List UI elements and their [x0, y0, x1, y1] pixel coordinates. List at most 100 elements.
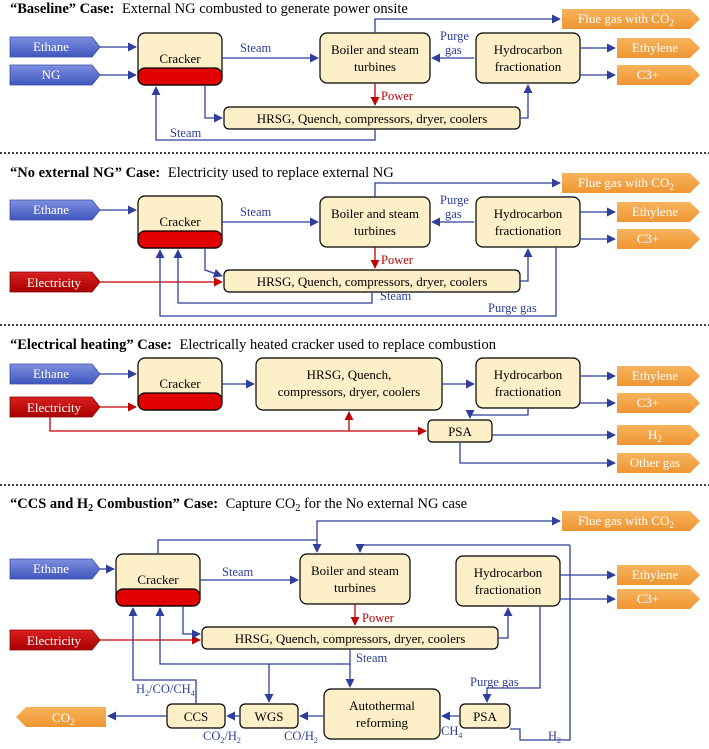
svg-text:Power: Power: [381, 253, 414, 267]
svg-text:C3+: C3+: [637, 231, 660, 246]
svg-text:gas: gas: [445, 43, 462, 57]
svg-text:Electricity: Electricity: [27, 400, 82, 415]
ccs-box: CCS: [166, 703, 226, 729]
psa-box: PSA: [459, 703, 511, 729]
svg-text:C3+: C3+: [637, 591, 660, 606]
svg-text:Electricity: Electricity: [27, 633, 82, 648]
section-no-external-ng: “No external NG” Case: Electricity used …: [9, 165, 700, 317]
input-ethane: Ethane: [9, 36, 101, 58]
svg-text:H2: H2: [648, 427, 662, 444]
svg-text:HRSG, Quench, compressors, dry: HRSG, Quench, compressors, dryer, cooler…: [257, 111, 488, 126]
input-ethane: Ethane: [9, 199, 101, 221]
hrsg-box: HRSG, Quench, compressors, dryer, cooler…: [201, 626, 499, 650]
svg-text:Ethylene: Ethylene: [632, 40, 678, 55]
input-electricity: Electricity: [9, 629, 101, 651]
svg-text:Ethylene: Ethylene: [632, 368, 678, 383]
svg-text:Ethylene: Ethylene: [632, 567, 678, 582]
svg-text:CCS: CCS: [184, 709, 209, 724]
svg-text:Purge: Purge: [440, 29, 469, 43]
svg-text:Ethane: Ethane: [33, 561, 69, 576]
svg-text:gas: gas: [445, 207, 462, 221]
svg-text:CH4: CH4: [441, 724, 462, 740]
svg-text:Hydrocarbon: Hydrocarbon: [494, 42, 563, 57]
cracker-box: Cracker: [115, 553, 201, 607]
svg-text:Hydrocarbon: Hydrocarbon: [494, 367, 563, 382]
baseline-title: “Baseline” Case: External NG combusted t…: [10, 1, 408, 17]
svg-text:Ethylene: Ethylene: [632, 204, 678, 219]
svg-text:H2: H2: [548, 729, 561, 745]
wgs-box: WGS: [239, 703, 299, 729]
autothermal-box: Autothermal reforming: [323, 688, 441, 740]
svg-text:Cracker: Cracker: [159, 214, 201, 229]
svg-text:Hydrocarbon: Hydrocarbon: [494, 206, 563, 221]
svg-text:HRSG, Quench,: HRSG, Quench,: [307, 367, 392, 382]
elec-title: “Electrical heating” Case: Electrically …: [10, 337, 497, 353]
svg-text:Steam: Steam: [356, 651, 388, 665]
svg-text:Purge gas: Purge gas: [470, 675, 519, 689]
section-electrical-heating: “Electrical heating” Case: Electrically …: [9, 337, 700, 473]
svg-text:Cracker: Cracker: [137, 572, 179, 587]
svg-text:Autothermal: Autothermal: [349, 698, 415, 713]
output-flue-gas: Flue gas with CO2: [562, 9, 700, 29]
output-ethylene: Ethylene: [617, 565, 700, 585]
svg-text:turbines: turbines: [334, 580, 376, 595]
svg-text:CO2/H2: CO2/H2: [203, 729, 241, 745]
psa-box: PSA: [427, 419, 493, 443]
svg-text:reforming: reforming: [356, 715, 408, 730]
svg-text:CO2: CO2: [52, 710, 75, 727]
elec-flows: [49, 369, 616, 468]
svg-text:PSA: PSA: [448, 424, 472, 439]
svg-text:Flue gas with CO2: Flue gas with CO2: [578, 513, 674, 530]
svg-text:Boiler and steam: Boiler and steam: [311, 563, 399, 578]
output-other-gas: Other gas: [617, 453, 700, 473]
svg-text:Steam: Steam: [222, 565, 254, 579]
boiler-box: Boiler and steam turbines: [319, 196, 431, 248]
svg-text:Other gas: Other gas: [630, 455, 680, 470]
svg-text:H2/CO/CH4: H2/CO/CH4: [136, 682, 195, 698]
svg-text:CO/H2: CO/H2: [284, 729, 318, 745]
output-ethylene: Ethylene: [617, 202, 700, 222]
output-c3: C3+: [617, 589, 700, 609]
boiler-box: Boiler and steam turbines: [319, 32, 431, 84]
boiler-box: Boiler and steam turbines: [299, 553, 411, 605]
section-ccs: “CCS and H2 Combustion” Case: Capture CO…: [9, 496, 700, 745]
no-ng-title: “No external NG” Case: Electricity used …: [10, 165, 394, 181]
output-flue-gas: Flue gas with CO2: [562, 511, 700, 531]
input-ng: NG: [9, 64, 101, 86]
input-electricity: Electricity: [9, 271, 101, 293]
svg-text:Boiler and steam: Boiler and steam: [331, 206, 419, 221]
input-ethane: Ethane: [9, 558, 101, 580]
svg-text:PSA: PSA: [473, 709, 497, 724]
svg-text:Boiler and steam: Boiler and steam: [331, 42, 419, 57]
svg-text:fractionation: fractionation: [495, 384, 562, 399]
output-ethylene: Ethylene: [617, 38, 700, 58]
svg-text:Cracker: Cracker: [159, 51, 201, 66]
section-baseline: “Baseline” Case: External NG combusted t…: [9, 1, 700, 141]
svg-text:turbines: turbines: [354, 59, 396, 74]
svg-text:NG: NG: [42, 67, 61, 82]
svg-text:HRSG, Quench, compressors, dry: HRSG, Quench, compressors, dryer, cooler…: [257, 274, 488, 289]
input-electricity: Electricity: [9, 396, 101, 418]
no-ng-flows: [100, 178, 616, 317]
ccs-title: “CCS and H2 Combustion” Case: Capture CO…: [10, 496, 467, 514]
svg-text:WGS: WGS: [255, 709, 284, 724]
svg-text:Ethane: Ethane: [33, 202, 69, 217]
svg-text:Steam: Steam: [380, 289, 412, 303]
svg-text:Cracker: Cracker: [159, 376, 201, 391]
hrsg-box: HRSG, Quench, compressors, dryer, cooler…: [223, 269, 521, 293]
output-c3: C3+: [617, 229, 700, 249]
svg-text:Electricity: Electricity: [27, 275, 82, 290]
cracker-box: Cracker: [137, 195, 223, 249]
svg-text:Purge: Purge: [440, 193, 469, 207]
svg-text:Flue gas with CO2: Flue gas with CO2: [578, 175, 674, 192]
input-ethane: Ethane: [9, 363, 101, 385]
svg-text:Hydrocarbon: Hydrocarbon: [474, 565, 543, 580]
svg-text:fractionation: fractionation: [475, 582, 542, 597]
hydrocarbon-box: Hydrocarbon fractionation: [475, 196, 581, 248]
hrsg-box: HRSG, Quench, compressors, dryer, cooler…: [255, 357, 443, 411]
svg-text:turbines: turbines: [354, 223, 396, 238]
hydrocarbon-box: Hydrocarbon fractionation: [455, 555, 561, 607]
output-c3: C3+: [617, 393, 700, 413]
hrsg-box: HRSG, Quench, compressors, dryer, cooler…: [223, 106, 521, 130]
ccs-flows: [100, 516, 616, 741]
